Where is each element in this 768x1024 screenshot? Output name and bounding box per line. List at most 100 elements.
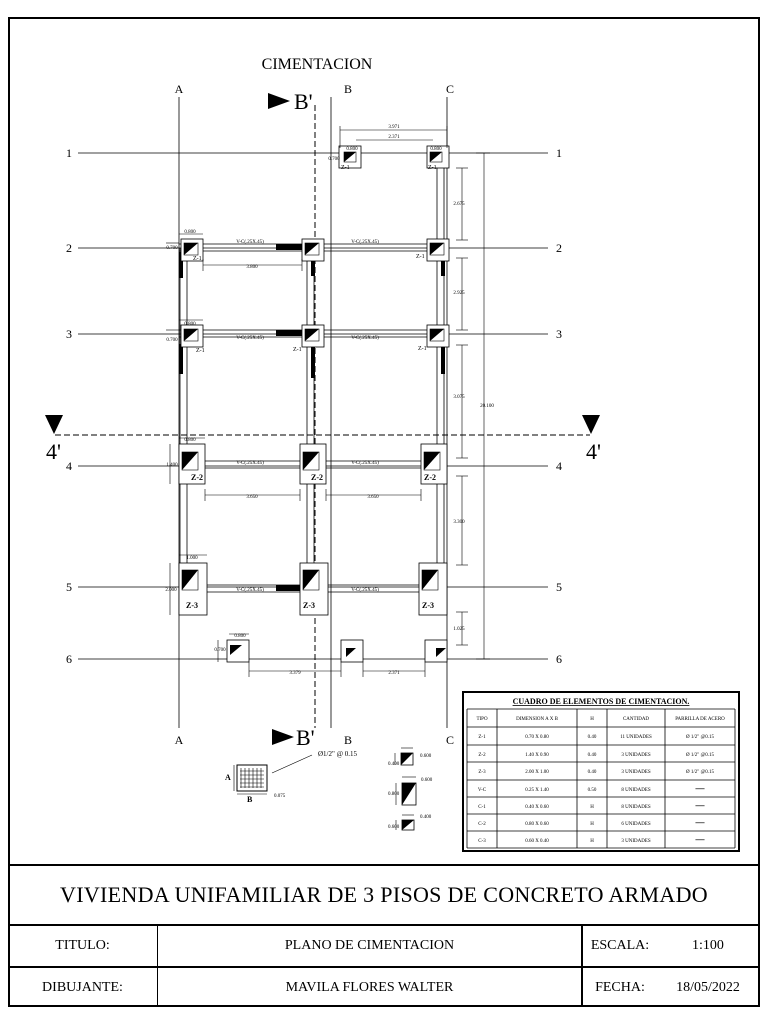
dim-text: 0.800 xyxy=(430,147,442,152)
title-block-author-row: DIBUJANTE: MAVILA FLORES WALTER FECHA: 1… xyxy=(8,966,760,1007)
column-axes xyxy=(178,97,448,728)
axis-a-top: A xyxy=(175,82,184,96)
footing-label: Z-2 xyxy=(191,473,203,482)
dim-text: 0.700 xyxy=(328,157,340,162)
dim-text: 0.800 xyxy=(388,792,400,797)
schedule-cell: Z-1 xyxy=(478,735,486,740)
footing-label: Z-3 xyxy=(422,601,434,610)
axis-c-bottom: C xyxy=(446,733,454,747)
footing-label: Z-1 xyxy=(428,165,437,171)
dim-text: 2.675 xyxy=(453,202,465,207)
dim-text: 0.800 xyxy=(184,230,196,235)
schedule-header-cell: CANTIDAD xyxy=(623,717,649,722)
schedule-cell: 8 UNIDADES xyxy=(621,805,651,810)
footing-label: Z-1 xyxy=(416,254,425,260)
footing-label: Z-1 xyxy=(341,165,350,171)
footing-label: Z-2 xyxy=(424,473,436,482)
section-4-arrow-right xyxy=(582,415,600,434)
dim-text: 0.600 xyxy=(421,778,433,783)
dim-text: 2.371 xyxy=(388,671,400,676)
schedule-cell: 0.80 X 0.60 xyxy=(525,822,549,827)
title-block-title-row: TITULO: PLANO DE CIMENTACION ESCALA: 1:1… xyxy=(8,924,760,966)
axis-6-left: 6 xyxy=(66,652,72,666)
schedule-cell: 3 UNIDADES xyxy=(621,753,651,758)
dim-text: 0.700 xyxy=(166,246,178,251)
footing-label: Z-2 xyxy=(311,473,323,482)
axis-4-left: 4 xyxy=(66,459,72,473)
schedule-cell: Ø 1/2" @0.15 xyxy=(686,753,714,758)
dim-text: 0.400 xyxy=(420,815,432,820)
beam-label: V-C(.25X.45) xyxy=(351,461,379,466)
footing-label: Z-1 xyxy=(293,347,302,353)
schedule-cell: C-3 xyxy=(478,839,486,844)
fecha-label: FECHA: xyxy=(595,979,645,995)
axis-1-right: 1 xyxy=(556,146,562,160)
dim-text: 1.400 xyxy=(166,463,178,468)
escala-value: 1:100 xyxy=(692,938,724,953)
beam-label: V-C(.25X.45) xyxy=(351,588,379,593)
rebar-note: Ø1/2" @ 0.15 xyxy=(318,750,358,758)
column-details: 0.600 0.400 0.600 0.800 0.400 0.600 xyxy=(388,747,433,831)
schedule-cell: 0.40 xyxy=(588,770,597,775)
dibujante-label: DIBUJANTE: xyxy=(8,968,158,1007)
schedule-cell: 6 UNIDADES xyxy=(621,822,651,827)
plan-title: CIMENTACION xyxy=(262,56,373,73)
schedule-cell: H xyxy=(590,839,594,844)
axis-3-left: 3 xyxy=(66,327,72,341)
dim-text: 0.600 xyxy=(388,825,400,830)
escala-label: ESCALA: xyxy=(590,938,650,953)
section-4-arrow-left xyxy=(45,415,63,434)
dim-text: 2.000 xyxy=(165,588,177,593)
detail-label-b: B xyxy=(247,795,253,804)
axis-5-right: 5 xyxy=(556,580,562,594)
section-4-label-right: 4' xyxy=(586,439,601,464)
axis-2-left: 2 xyxy=(66,241,72,255)
dim-text: 3.300 xyxy=(453,520,465,525)
axis-a-bottom: A xyxy=(175,733,184,747)
dim-text: 0.800 xyxy=(234,634,246,639)
dim-text: 0.700 xyxy=(214,648,226,653)
dim-text: 0.700 xyxy=(166,338,178,343)
axis-1-left: 1 xyxy=(66,146,72,160)
dim-text: 3.379 xyxy=(289,671,301,676)
dim-text: 3.650 xyxy=(246,495,258,500)
dim-text: 0.800 xyxy=(346,147,358,152)
beam-label: V-C(.25X.45) xyxy=(351,336,379,341)
section-b-arrow-top xyxy=(268,93,290,109)
schedule-cell: 0.40 xyxy=(588,753,597,758)
schedule-cell: 0.70 X 0.80 xyxy=(525,735,549,740)
footing-label: Z-3 xyxy=(186,601,198,610)
axis-c-top: C xyxy=(446,82,454,96)
beam-marks xyxy=(179,244,445,591)
titulo-value: PLANO DE CIMENTACION xyxy=(158,926,582,966)
footing-label: Z-1 xyxy=(196,348,205,354)
schedule-header-cell: DIMENSION A X B xyxy=(516,717,558,722)
dim-text: 0.075 xyxy=(274,794,286,799)
schedule-cell: C-1 xyxy=(478,805,486,810)
schedule-table: CUADRO DE ELEMENTOS DE CIMENTACION. TIPO… xyxy=(462,691,740,852)
dim-text: 2.925 xyxy=(453,291,465,296)
section-b-arrow-bottom xyxy=(272,729,294,745)
section-b-label-bottom: B' xyxy=(296,725,315,750)
dim-text: 0.800 xyxy=(184,322,196,327)
titulo-label: TITULO: xyxy=(8,926,158,966)
schedule-cell: C-2 xyxy=(478,822,486,827)
schedule-cell: — xyxy=(695,800,706,810)
axis-5-left: 5 xyxy=(66,580,72,594)
footing-label: Z-1 xyxy=(418,346,427,352)
schedule-cell: Z-2 xyxy=(478,753,486,758)
project-title: VIVIENDA UNIFAMILIAR DE 3 PISOS DE CONCR… xyxy=(60,882,708,907)
schedule-cell: — xyxy=(695,817,706,827)
axis-4-right: 4 xyxy=(556,459,562,473)
schedule-cell: 1.40 X 0.90 xyxy=(525,753,549,758)
axis-2-right: 2 xyxy=(556,241,562,255)
section-b-label-top: B' xyxy=(294,89,313,114)
dim-text: 1.025 xyxy=(453,627,465,632)
axis-3-right: 3 xyxy=(556,327,562,341)
schedule-cell: 0.60 X 0.40 xyxy=(525,839,549,844)
schedule-cell: H xyxy=(590,805,594,810)
dim-text: 3.800 xyxy=(246,265,258,270)
dimension-lines xyxy=(166,126,490,677)
footing-detail: A B Ø1/2" @ 0.15 0.075 xyxy=(225,750,358,804)
